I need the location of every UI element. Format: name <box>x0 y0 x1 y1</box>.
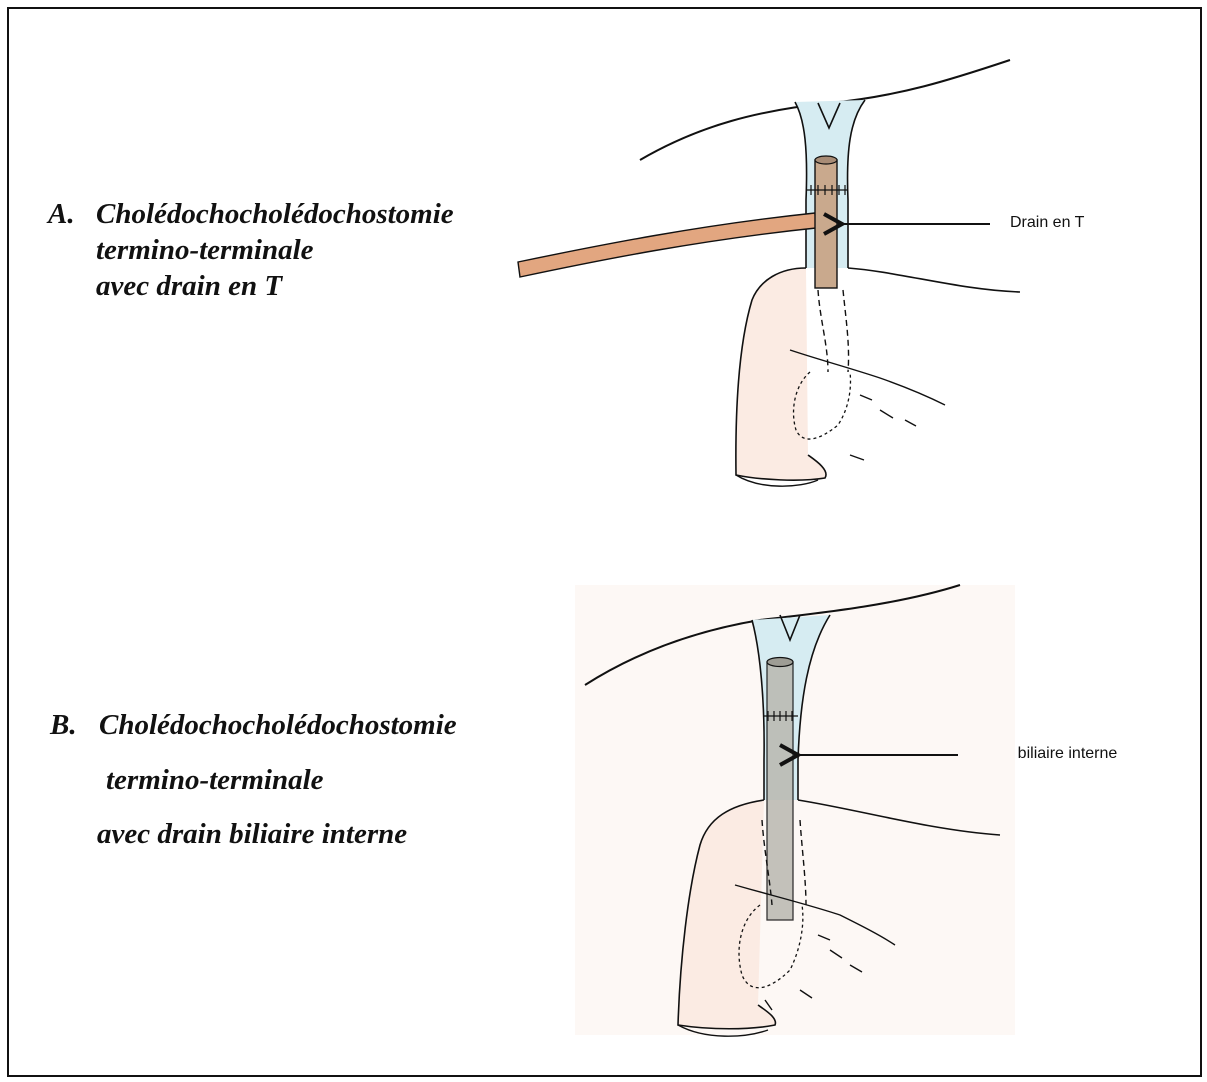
ampulla-a <box>790 350 945 405</box>
internal-drain-top-opening <box>767 658 793 667</box>
t-drain-limb <box>518 213 816 277</box>
illustration-b <box>575 585 1015 1036</box>
t-drain-tube <box>815 160 837 288</box>
internal-drain-tube <box>767 662 793 920</box>
stomach-curve-a <box>848 268 1020 292</box>
mucosa-marks-a <box>850 395 916 460</box>
duodenum-outline-a <box>736 268 826 480</box>
t-drain-top-opening <box>815 156 837 164</box>
illustration-a <box>518 60 1020 486</box>
